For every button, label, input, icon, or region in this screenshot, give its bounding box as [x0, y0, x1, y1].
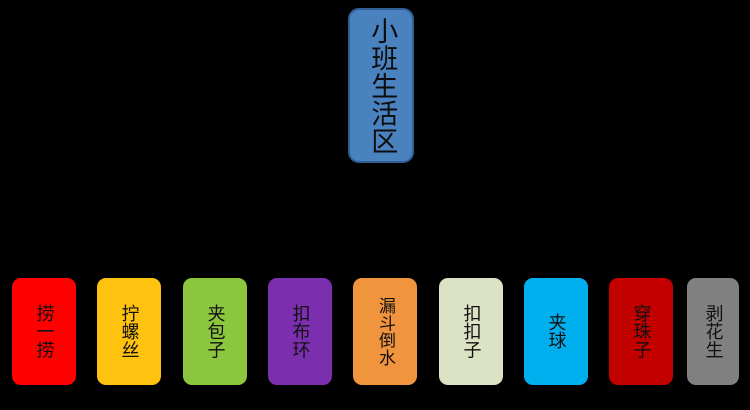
leaf-node-label-8: 剥花生	[702, 303, 724, 360]
leaf-node-label-1: 拧螺丝	[118, 303, 140, 360]
leaf-node-0[interactable]: 捞一捞	[12, 278, 76, 385]
leaf-node-5[interactable]: 扣扣子	[439, 278, 503, 385]
leaf-node-2[interactable]: 夹包子	[183, 278, 247, 385]
leaf-node-6[interactable]: 夹球	[524, 278, 588, 385]
connector-group	[43, 163, 714, 278]
leaf-node-label-0: 捞一捞	[33, 303, 55, 360]
leaf-node-8[interactable]: 剥花生	[687, 278, 739, 385]
leaf-node-1[interactable]: 拧螺丝	[97, 278, 161, 385]
leaf-node-label-6: 夹球	[545, 313, 567, 350]
root-node[interactable]: 小班生活区	[348, 8, 414, 163]
leaf-node-label-7: 穿珠子	[630, 303, 652, 360]
leaf-node-3[interactable]: 扣布环	[268, 278, 332, 385]
leaf-node-label-5: 扣扣子	[460, 303, 482, 360]
leaf-node-label-3: 扣布环	[289, 303, 311, 360]
leaf-node-4[interactable]: 漏斗倒水	[353, 278, 417, 385]
leaf-node-label-4: 漏斗倒水	[375, 296, 395, 367]
leaf-node-7[interactable]: 穿珠子	[609, 278, 673, 385]
leaf-node-label-2: 夹包子	[204, 303, 226, 360]
root-node-label: 小班生活区	[366, 16, 398, 155]
